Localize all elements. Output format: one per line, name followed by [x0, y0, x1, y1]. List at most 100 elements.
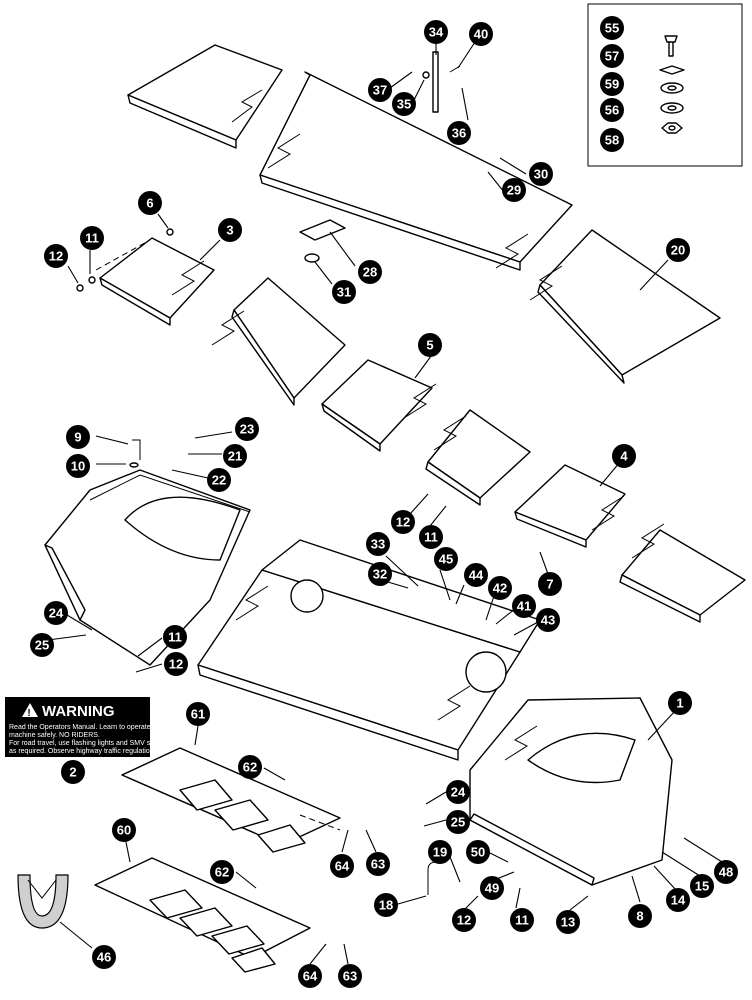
callout-63: 63 [338, 964, 362, 988]
callout-31: 31 [332, 280, 356, 304]
callout-8: 8 [628, 904, 652, 928]
callout-35: 35 [392, 92, 416, 116]
callout-4: 4 [612, 444, 636, 468]
callout-label: 37 [373, 83, 387, 98]
callout-30: 30 [529, 162, 553, 186]
callout-bubble [163, 625, 187, 649]
callout-61: 61 [186, 702, 210, 726]
callout-60: 60 [112, 818, 136, 842]
callout-bubble [556, 910, 580, 934]
callout-label: 64 [303, 969, 318, 984]
callout-bubble [612, 444, 636, 468]
callout-label: 31 [337, 285, 351, 300]
callout-label: 45 [439, 552, 453, 567]
callout-bubble [358, 260, 382, 284]
callout-label: 13 [561, 915, 575, 930]
panel-5 [321, 359, 531, 506]
callout-label: 9 [74, 430, 81, 445]
callout-label: 56 [605, 103, 619, 118]
callout-label: 11 [515, 913, 529, 928]
callout-bubble [218, 218, 242, 242]
callout-label: 24 [451, 785, 466, 800]
leader-lines [47, 41, 723, 965]
callout-37: 37 [368, 78, 392, 102]
callout-label: 55 [605, 21, 619, 36]
funnel-tray-61 [121, 747, 341, 853]
callout-label: 61 [191, 707, 205, 722]
callout-label: 33 [371, 537, 385, 552]
callout-bubble [138, 191, 162, 215]
callout-bubble [529, 162, 553, 186]
callout-43: 43 [536, 608, 560, 632]
callout-label: 35 [397, 97, 411, 112]
warning-heading: WARNING [42, 703, 115, 720]
callout-label: 62 [215, 865, 229, 880]
callout-bubble [452, 908, 476, 932]
callout-bubble [446, 780, 470, 804]
callout-bubble [690, 874, 714, 898]
callout-14: 14 [666, 888, 690, 912]
warning-line-3: For road travel, use flashing lights and… [9, 740, 160, 747]
callout-label: 49 [485, 881, 499, 896]
callout-label: 15 [695, 879, 709, 894]
warning-decal-2: ! WARNING Read the Operators Manual. Lea… [5, 697, 164, 757]
callout-6: 6 [138, 191, 162, 215]
callout-bubble [164, 652, 188, 676]
callout-48: 48 [714, 860, 738, 884]
callout-label: 18 [379, 898, 393, 913]
callout-bubble [628, 904, 652, 928]
callout-label: 4 [620, 449, 628, 464]
callout-label: 12 [49, 249, 63, 264]
callout-bubble [418, 333, 442, 357]
callout-label: 29 [507, 183, 521, 198]
callout-bubble [464, 563, 488, 587]
callout-label: 42 [493, 581, 507, 596]
callout-11: 11 [510, 908, 534, 932]
callout-64: 64 [298, 964, 322, 988]
callout-36: 36 [447, 121, 471, 145]
callout-bubble [366, 532, 390, 556]
callout-bubble [44, 244, 68, 268]
callout-label: 25 [35, 638, 49, 653]
callout-28: 28 [358, 260, 382, 284]
callout-label: 21 [228, 449, 242, 464]
callout-44: 44 [464, 563, 488, 587]
callout-bubble [374, 893, 398, 917]
callout-11: 11 [80, 226, 104, 250]
callout-62: 62 [238, 755, 262, 779]
callout-label: 8 [636, 909, 643, 924]
callout-12: 12 [452, 908, 476, 932]
callout-bubble [447, 121, 471, 145]
callout-label: 12 [396, 515, 410, 530]
callout-label: 50 [471, 845, 485, 860]
callout-bubble [600, 128, 624, 152]
callout-bubble [298, 964, 322, 988]
callout-46: 46 [92, 945, 116, 969]
callout-bubble [512, 594, 536, 618]
callout-bubble [392, 92, 416, 116]
callout-bubble [424, 20, 448, 44]
callout-11: 11 [163, 625, 187, 649]
callout-label: 6 [146, 196, 153, 211]
callout-55: 55 [600, 16, 624, 40]
callout-label: 14 [671, 893, 686, 908]
callout-49: 49 [480, 876, 504, 900]
callout-label: 1 [676, 696, 683, 711]
callout-15: 15 [690, 874, 714, 898]
callout-label: 3 [226, 223, 233, 238]
callout-bubble [666, 238, 690, 262]
warning-line-4: as required. Observe highway traffic reg… [9, 748, 159, 755]
callout-bubble [600, 16, 624, 40]
callout-bubble [446, 810, 470, 834]
callout-33: 33 [366, 532, 390, 556]
callout-bubble [186, 702, 210, 726]
callout-bubble [223, 444, 247, 468]
callout-45: 45 [434, 547, 458, 571]
callout-bubble [600, 98, 624, 122]
callout-23: 23 [235, 417, 259, 441]
callout-label: 43 [541, 613, 555, 628]
callout-64: 64 [330, 854, 354, 878]
panel-3 [95, 237, 346, 406]
callout-18: 18 [374, 893, 398, 917]
callout-label: 11 [85, 231, 99, 246]
